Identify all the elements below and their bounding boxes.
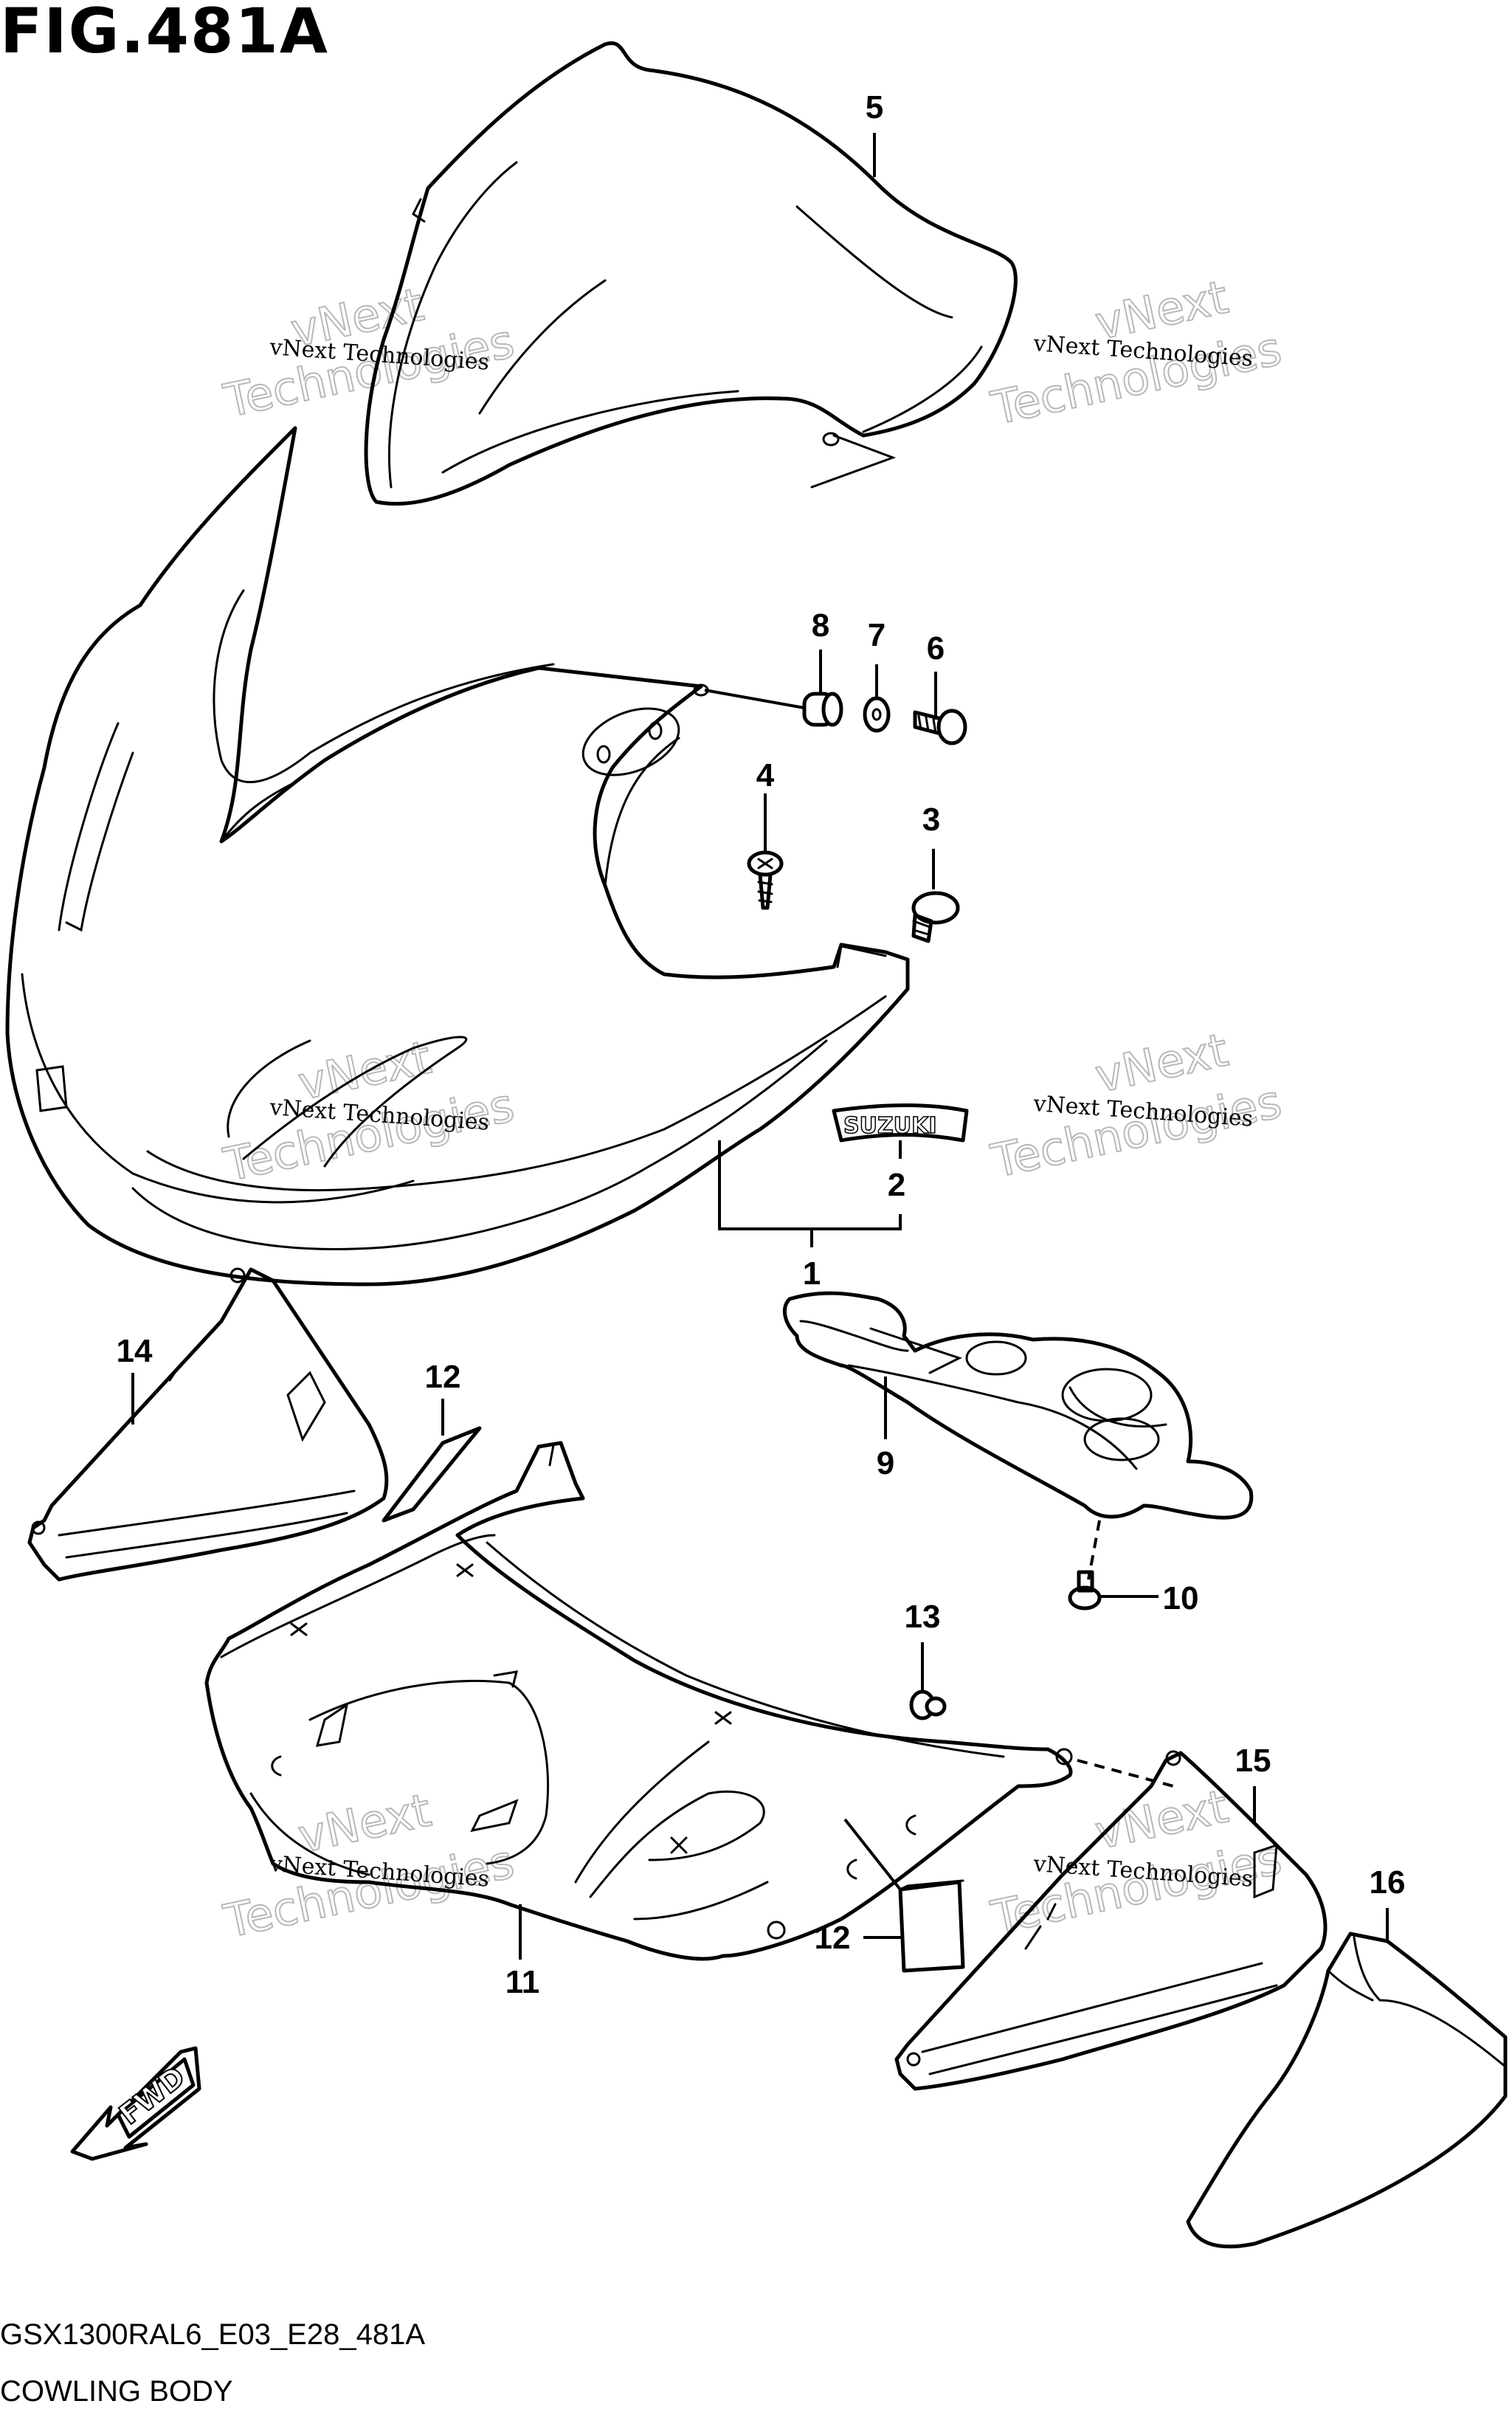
part-2-emblem: SUZUKI [832,1103,969,1143]
callout-15: 15 [1235,1743,1271,1779]
callout-5: 5 [866,89,883,125]
emblem-text: SUZUKI [843,1113,937,1139]
watermark-bottom-left: vNext Technologies vNext Technologies [218,1782,519,1949]
callout-4: 4 [756,757,775,793]
callout-2: 2 [888,1167,905,1203]
part-13-grommet [909,1689,1174,1788]
callout-labels: 1 2 3 4 5 6 7 8 9 10 11 12 12 13 14 15 1… [117,89,1406,2000]
forward-direction-arrow: FWD [70,2046,201,2161]
figure-title: FIG.481A [0,0,329,67]
leader-lines [131,133,1389,1960]
part-10-clip [1068,1520,1102,1610]
callout-11: 11 [505,1964,540,2000]
callout-1: 1 [803,1255,821,1292]
callout-14: 14 [117,1333,153,1369]
watermark-bottom-right: vNext Technologies vNext Technologies [986,1779,1287,1946]
watermark-technologies: Technologies [219,1834,519,1948]
callout-8: 8 [812,607,829,644]
part-7-washer [863,696,891,733]
callout-10: 10 [1163,1580,1199,1616]
part-11-under-cowling [204,1441,1073,1961]
callout-7: 7 [868,617,886,653]
part-16-trim-panel [1186,1932,1508,2249]
part-12-strip-upper [382,1426,482,1523]
watermark-top-right: vNext Technologies vNext Technologies [986,269,1287,436]
part-5-windscreen [364,41,1018,506]
callout-12-lower: 12 [815,1920,851,1956]
callout-3: 3 [922,802,940,838]
part-15-side-cover-right [894,1750,1328,2091]
part-12-pad-lower [843,1818,965,1973]
callout-13: 13 [905,1599,941,1635]
callout-9: 9 [877,1445,894,1481]
part-8-collar [704,689,843,727]
section-name: COWLING BODY [0,2375,233,2408]
part-9-inner-cover [782,1291,1254,1520]
part-6-bolt [913,709,967,745]
part-3-screw [911,891,960,943]
watermark-mid-right: vNext Technologies vNext Technologies [986,1022,1287,1189]
callout-6: 6 [927,630,945,666]
watermark-mid-left: vNext Technologies vNext Technologies [218,1030,519,1193]
part-14-side-cover-left [27,1267,389,1582]
callout-16: 16 [1370,1864,1406,1901]
part-4-screw [747,850,784,910]
watermark-vnext: vNext [294,1783,435,1864]
callout-12-upper: 12 [425,1359,461,1395]
part-1-upper-cowling [5,426,910,1286]
model-code: GSX1300RAL6_E03_E28_481A [0,2318,426,2351]
